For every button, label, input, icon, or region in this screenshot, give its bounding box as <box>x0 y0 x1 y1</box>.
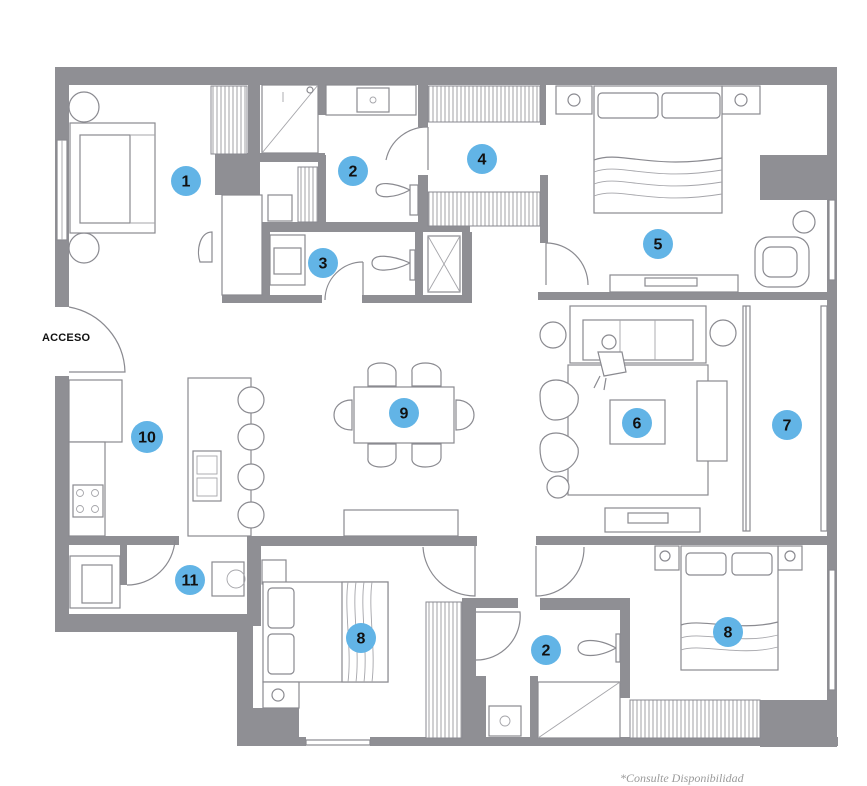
svg-text:6: 6 <box>633 416 642 433</box>
svg-text:2: 2 <box>542 643 551 660</box>
svg-text:4: 4 <box>478 152 487 169</box>
access-label: ACCESO <box>42 332 91 344</box>
svg-text:1: 1 <box>182 174 191 191</box>
zone-marker-3: 3 <box>308 248 338 278</box>
zone-4-closet <box>427 85 589 286</box>
zone-marker-8-left: 8 <box>346 623 376 653</box>
svg-text:8: 8 <box>357 631 366 648</box>
zone-8-bedroom-right <box>629 545 803 739</box>
zone-marker-9: 9 <box>389 398 419 428</box>
svg-text:9: 9 <box>400 406 409 423</box>
svg-text:11: 11 <box>182 573 199 590</box>
svg-text:3: 3 <box>319 256 328 273</box>
zone-10-kitchen <box>68 377 265 537</box>
svg-text:8: 8 <box>724 625 733 642</box>
svg-text:7: 7 <box>783 418 792 435</box>
svg-text:2: 2 <box>349 164 358 181</box>
windows <box>56 139 836 746</box>
zone-8-bedroom-left <box>262 581 463 739</box>
zone-7-balcony <box>742 305 828 532</box>
availability-footnote: *Consulte Disponibilidad <box>620 771 744 785</box>
svg-text:5: 5 <box>654 237 663 254</box>
zone-9-dining <box>333 362 475 537</box>
outer-walls <box>55 67 838 747</box>
zone-markers: 1 2 3 4 5 6 7 8 9 10 11 2 8 <box>131 144 802 665</box>
zone-1-furniture <box>68 84 319 296</box>
zone-marker-2-upper: 2 <box>338 156 368 186</box>
zone-marker-7: 7 <box>772 410 802 440</box>
svg-text:10: 10 <box>138 430 156 447</box>
zone-marker-5: 5 <box>643 229 673 259</box>
zone-marker-8-right: 8 <box>713 617 743 647</box>
bathroom-lower-furniture <box>488 633 621 739</box>
bathroom-3-furniture <box>269 234 461 301</box>
zone-marker-4: 4 <box>467 144 497 174</box>
zone-marker-10: 10 <box>131 421 163 453</box>
zone-11-laundry <box>69 555 287 609</box>
zone-marker-1: 1 <box>171 166 201 196</box>
interior-walls <box>69 85 827 740</box>
bathroom-upper-furniture <box>325 84 429 216</box>
zone-marker-11: 11 <box>175 565 205 595</box>
zone-5-furniture <box>555 85 816 293</box>
zone-marker-6: 6 <box>622 408 652 438</box>
entry-doors <box>68 306 585 661</box>
zone-marker-2-lower: 2 <box>531 635 561 665</box>
